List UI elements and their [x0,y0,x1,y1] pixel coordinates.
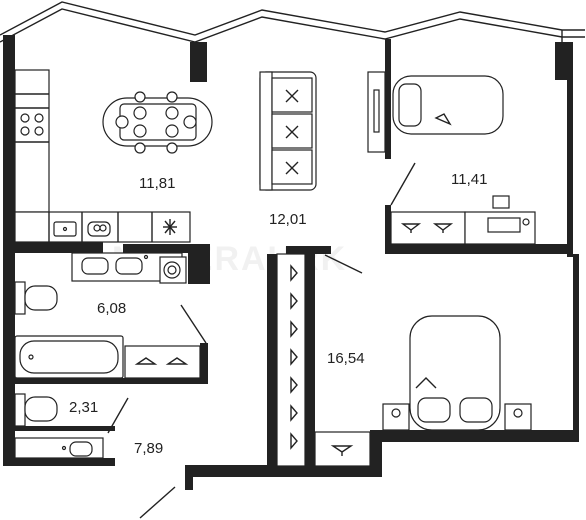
room-area-bathroom: 6,08 [97,300,126,317]
bedroom-small-furniture [367,71,536,245]
area-labels: 11,81 12,01 11,41 6,08 16,54 2,31 7,89 [69,171,487,457]
room-area-kitchen: 11,81 [139,175,175,192]
room-area-wc: 2,31 [69,399,98,416]
corridor-wardrobe [276,253,371,467]
bed-icon [409,315,501,431]
room-area-bedroom-small: 11,41 [451,171,487,188]
fridge-icon [163,219,177,235]
washing-machine-icon [159,256,187,284]
toilet-icon [14,281,58,315]
bedroom-large-furniture [382,315,532,431]
sink-icon [81,254,149,275]
walls [3,35,579,490]
sofa-icon [259,71,317,191]
kitchen-furniture [14,69,213,243]
sink-icon [53,221,77,237]
toilet-icon [14,393,58,427]
bed-icon [392,75,504,135]
hanger-icon [400,223,454,233]
bathroom-furniture [14,252,201,379]
door-swings [107,162,416,519]
room-area-bedroom-large: 16,54 [327,350,365,367]
sink-icon [61,441,93,457]
room-area-hall: 7,89 [134,440,163,457]
wc-furniture [14,393,104,459]
outer-roof-outline [0,1,585,45]
dishwasher-icon [87,221,111,237]
hanger-icon [290,264,298,450]
bathtub-icon [14,335,124,379]
dining-table-icon [102,91,213,154]
stove-icon [20,113,44,136]
room-area-living: 12,01 [269,211,307,228]
